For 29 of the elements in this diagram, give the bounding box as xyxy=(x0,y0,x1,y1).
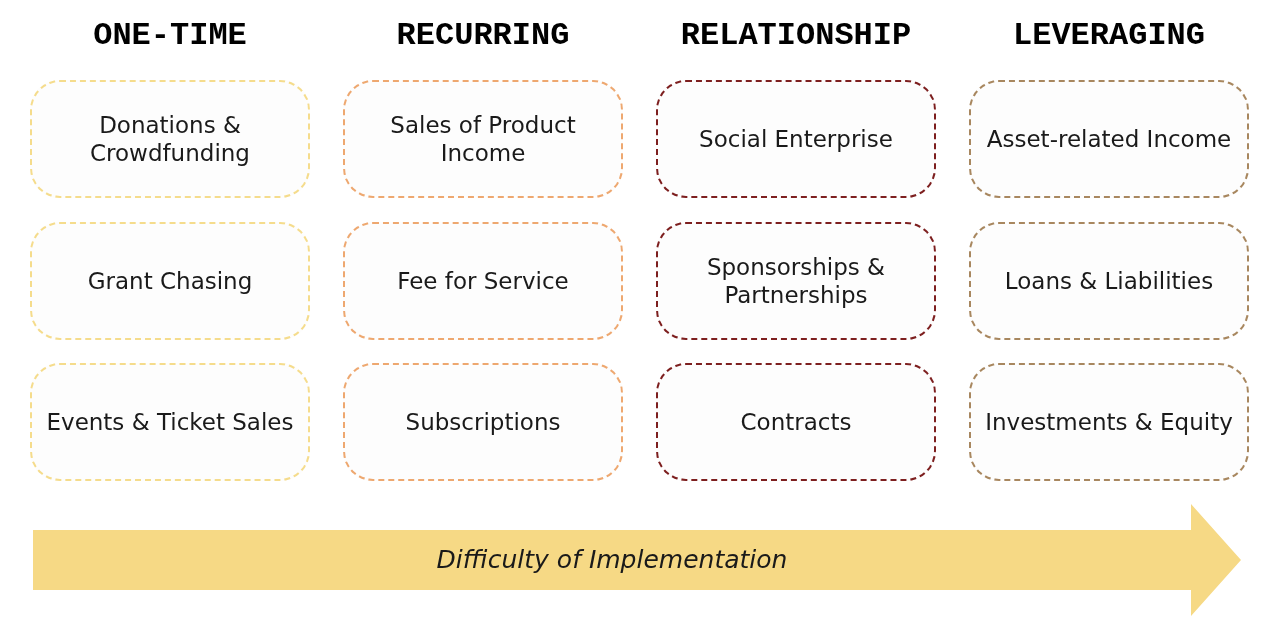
category-box xyxy=(656,80,936,198)
box-label: Fee for Service xyxy=(397,267,569,295)
column-heading: LEVERAGING xyxy=(1012,16,1206,56)
category-box xyxy=(656,222,936,340)
box-label: Donations & Crowdfunding xyxy=(89,111,251,167)
box-label: Grant Chasing xyxy=(87,267,253,295)
category-box xyxy=(343,80,623,198)
category-box xyxy=(30,222,310,340)
box-label: Subscriptions xyxy=(405,408,561,436)
category-box xyxy=(969,222,1249,340)
column-heading: RECURRING xyxy=(395,16,571,56)
column-heading: ONE-TIME xyxy=(92,16,248,56)
box-label: Contracts xyxy=(740,408,852,436)
category-box xyxy=(343,363,623,481)
box-label: Sales of Product Income xyxy=(389,111,577,167)
box-label: Social Enterprise xyxy=(699,125,893,153)
box-label: Loans & Liabilities xyxy=(1004,267,1214,295)
category-box xyxy=(969,363,1249,481)
box-label: Events & Ticket Sales xyxy=(46,408,294,436)
category-box xyxy=(656,363,936,481)
category-box xyxy=(30,363,310,481)
category-box xyxy=(343,222,623,340)
category-box xyxy=(30,80,310,198)
column-heading: RELATIONSHIP xyxy=(679,16,913,56)
arrow-label: Difficulty of Implementation xyxy=(436,544,788,577)
box-label: Sponsorships & Partnerships xyxy=(705,253,887,309)
box-label: Asset-related Income xyxy=(986,125,1232,153)
box-label: Investments & Equity xyxy=(985,408,1233,436)
category-box xyxy=(969,80,1249,198)
